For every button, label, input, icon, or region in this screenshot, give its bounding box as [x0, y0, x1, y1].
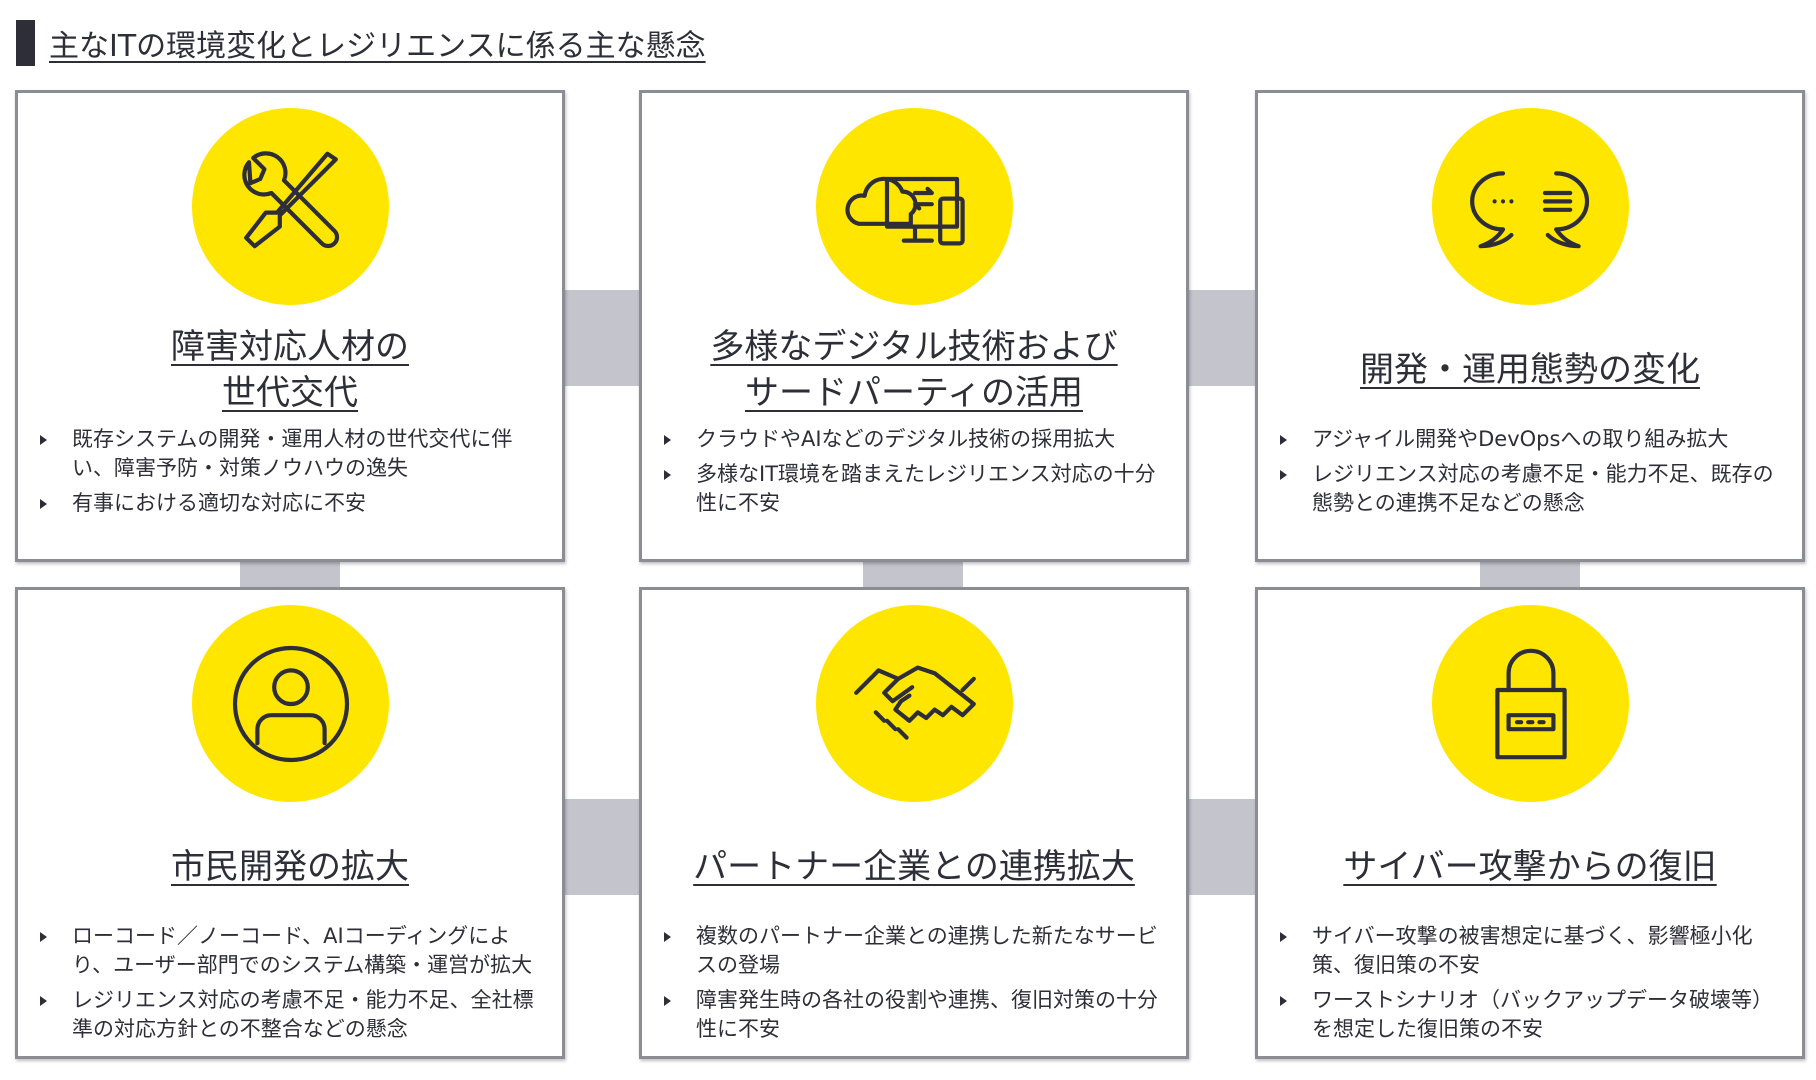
- card-heading: 市民開発の拡大: [18, 812, 562, 922]
- user-icon: [192, 605, 389, 802]
- card-heading: パートナー企業との連携拡大: [642, 812, 1186, 922]
- bullet-list: 既存システムの開発・運用人材の世代交代に伴い、障害予防・対策ノウハウの逸失有事に…: [40, 425, 546, 524]
- connector: [565, 799, 639, 895]
- connector: [1188, 290, 1255, 386]
- card-heading: 障害対応人材の世代交代: [18, 315, 562, 425]
- bullet-list: サイバー攻撃の被害想定に基づく、影響極小化策、復旧策の不安ワーストシナリオ（バッ…: [1280, 922, 1786, 1050]
- card-heading: 多様なデジタル技術およびサードパーティの活用: [642, 315, 1186, 425]
- bullet-item: サイバー攻撃の被害想定に基づく、影響極小化策、復旧策の不安: [1280, 922, 1786, 980]
- bullet-list: ローコード／ノーコード、AIコーディングにより、ユーザー部門でのシステム構築・運…: [40, 922, 546, 1050]
- concern-card: 多様なデジタル技術およびサードパーティの活用クラウドやAIなどのデジタル技術の採…: [639, 90, 1189, 562]
- card-heading: 開発・運用態勢の変化: [1258, 315, 1802, 425]
- bullet-item: 有事における適切な対応に不安: [40, 489, 546, 518]
- connector: [863, 562, 963, 589]
- card-heading-line: サードパーティの活用: [745, 373, 1083, 413]
- connector: [1188, 799, 1255, 895]
- bullet-item: レジリエンス対応の考慮不足・能力不足、全社標準の対応方針との不整合などの懸念: [40, 986, 546, 1044]
- card-heading-line: 多様なデジタル技術および: [710, 327, 1118, 367]
- bullet-list: 複数のパートナー企業との連携した新たなサービスの登場障害発生時の各社の役割や連携…: [664, 922, 1170, 1050]
- connector: [1480, 562, 1580, 589]
- tools-icon: [192, 108, 389, 305]
- card-heading-line: 市民開発の拡大: [171, 847, 409, 887]
- title-marker: [16, 20, 35, 66]
- lock-icon: [1432, 605, 1629, 802]
- connector: [240, 562, 340, 589]
- connector: [565, 290, 639, 386]
- cloud-devices-icon: [816, 108, 1013, 305]
- concern-card: サイバー攻撃からの復旧サイバー攻撃の被害想定に基づく、影響極小化策、復旧策の不安…: [1255, 587, 1805, 1059]
- bullet-item: 多様なIT環境を踏まえたレジリエンス対応の十分性に不安: [664, 460, 1170, 518]
- concern-card: 開発・運用態勢の変化アジャイル開発やDevOpsへの取り組み拡大レジリエンス対応…: [1255, 90, 1805, 562]
- page-title: 主なITの環境変化とレジリエンスに係る主な懸念: [49, 29, 706, 64]
- bullet-list: クラウドやAIなどのデジタル技術の採用拡大多様なIT環境を踏まえたレジリエンス対…: [664, 425, 1170, 524]
- bullet-item: レジリエンス対応の考慮不足・能力不足、既存の態勢との連携不足などの懸念: [1280, 460, 1786, 518]
- bullet-item: 複数のパートナー企業との連携した新たなサービスの登場: [664, 922, 1170, 980]
- bullet-list: アジャイル開発やDevOpsへの取り組み拡大レジリエンス対応の考慮不足・能力不足…: [1280, 425, 1786, 524]
- card-heading-line: 開発・運用態勢の変化: [1360, 350, 1700, 390]
- card-heading-line: パートナー企業との連携拡大: [693, 847, 1135, 887]
- concern-card: 障害対応人材の世代交代既存システムの開発・運用人材の世代交代に伴い、障害予防・対…: [15, 90, 565, 562]
- section-title: 主なITの環境変化とレジリエンスに係る主な懸念: [16, 20, 706, 66]
- chat-bubbles-icon: [1432, 108, 1629, 305]
- concern-card: 市民開発の拡大ローコード／ノーコード、AIコーディングにより、ユーザー部門でのシ…: [15, 587, 565, 1059]
- bullet-item: 既存システムの開発・運用人材の世代交代に伴い、障害予防・対策ノウハウの逸失: [40, 425, 546, 483]
- bullet-item: ローコード／ノーコード、AIコーディングにより、ユーザー部門でのシステム構築・運…: [40, 922, 546, 980]
- bullet-item: ワーストシナリオ（バックアップデータ破壊等）を想定した復旧策の不安: [1280, 986, 1786, 1044]
- bullet-item: クラウドやAIなどのデジタル技術の採用拡大: [664, 425, 1170, 454]
- bullet-item: 障害発生時の各社の役割や連携、復旧対策の十分性に不安: [664, 986, 1170, 1044]
- card-heading-line: サイバー攻撃からの復旧: [1343, 847, 1717, 887]
- concern-card: パートナー企業との連携拡大複数のパートナー企業との連携した新たなサービスの登場障…: [639, 587, 1189, 1059]
- bullet-item: アジャイル開発やDevOpsへの取り組み拡大: [1280, 425, 1786, 454]
- handshake-icon: [816, 605, 1013, 802]
- card-heading: サイバー攻撃からの復旧: [1258, 812, 1802, 922]
- card-heading-line: 世代交代: [222, 373, 358, 413]
- card-heading-line: 障害対応人材の: [171, 327, 409, 367]
